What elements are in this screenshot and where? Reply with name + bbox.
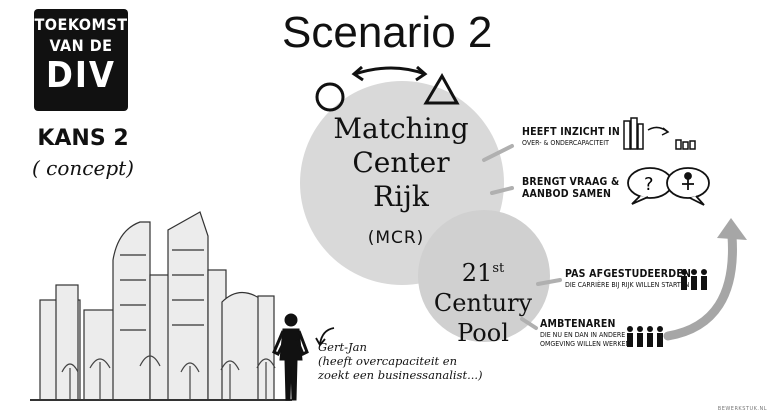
books-icon (623, 117, 696, 150)
connector-lines (482, 144, 562, 330)
pool-line-1: 21st Century (418, 254, 548, 318)
pool-circle (418, 210, 550, 342)
div-logo: TOEKOMST VAN DE DIV (34, 9, 128, 111)
note-4-line-2: DIE NU EN DAN IN ANDERE (540, 331, 626, 339)
person-figure (272, 313, 309, 401)
match-symbol (315, 65, 460, 112)
note-3-line-2: DIE CARRIÈRE BIJ RIJK WILLEN STARTEN (565, 281, 690, 289)
people-icon (681, 269, 707, 290)
pool-line-1-text: 21st Century (433, 259, 533, 317)
page-title: Scenario 2 (282, 8, 493, 57)
mcr-line-1: Matching (333, 112, 469, 145)
speech-bubbles-icon (627, 167, 710, 206)
pool-name: 21st Century Pool (418, 254, 548, 348)
double-arrow-icon (351, 65, 428, 82)
mcr-line-3: Rijk (373, 180, 429, 213)
note-1-line-1: HEEFT INZICHT IN (522, 126, 620, 138)
note-afgestudeerden: PAS AFGESTUDEERDEN DIE CARRIÈRE BIJ RIJK… (565, 268, 691, 289)
note-vraag-aanbod: BRENGT VRAAG & AANBOD SAMEN (522, 176, 619, 200)
gertjan-line-1: Gert-Jan (318, 340, 367, 354)
pool-line-2: Pool (457, 319, 509, 347)
triangle-icon (423, 72, 460, 105)
note-2-line-2: AANBOD SAMEN (522, 188, 612, 200)
logo-line-1: TOEKOMST (34, 15, 128, 34)
kans-label: KANS 2 (37, 126, 129, 151)
gertjan-line-3: zoekt een businessanalist...) (318, 368, 483, 382)
mcr-abbreviation: (MCR) (367, 228, 425, 248)
mcr-name: Matching Center Rijk (326, 112, 476, 214)
note-4-line-1: AMBTENAREN (540, 318, 616, 330)
curved-arrow-icon (663, 218, 747, 341)
pointer-arrow-icon (319, 327, 335, 345)
logo-line-2: VAN DE (49, 36, 113, 55)
logo-line-3: DIV (45, 55, 116, 96)
credit-label: BEWERKSTUK.NL (717, 406, 767, 412)
gertjan-caption: Gert-Jan (heeft overcapaciteit en zoekt … (318, 340, 518, 382)
note-3-line-1: PAS AFGESTUDEERDEN (565, 268, 692, 280)
mcr-line-2: Center (352, 146, 450, 179)
gertjan-line-2: (heeft overcapaciteit en (318, 354, 457, 368)
note-ambtenaren: AMBTENAREN DIE NU EN DAN IN ANDERE OMGEV… (540, 318, 630, 348)
pool-ordinal-suffix: st (492, 261, 505, 276)
note-inzicht: HEEFT INZICHT IN OVER- & ONDERCAPACITEIT (522, 126, 620, 147)
skyline-illustration (30, 211, 292, 401)
note-1-line-2: OVER- & ONDERCAPACITEIT (522, 139, 609, 147)
circle-icon (315, 82, 345, 112)
speech-question: ? (644, 174, 654, 195)
note-4-line-3: OMGEVING WILLEN WERKEN (540, 340, 631, 348)
note-2-line-1: BRENGT VRAAG & (522, 176, 620, 188)
concept-label: ( concept) (32, 156, 134, 180)
people-icon (627, 326, 663, 347)
